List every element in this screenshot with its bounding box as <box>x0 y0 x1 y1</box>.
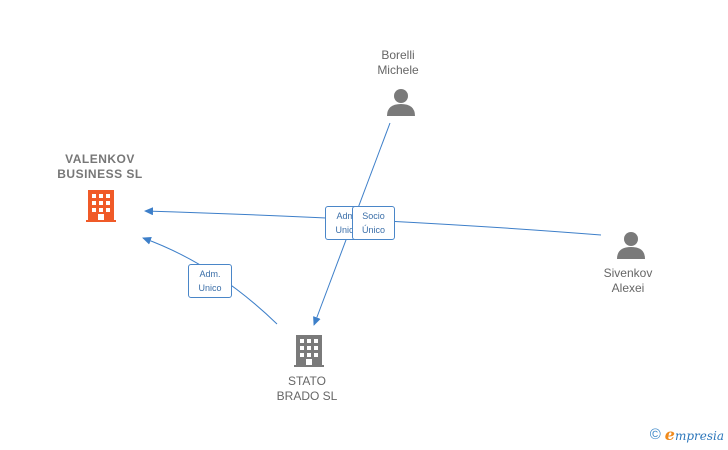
footer-watermark: © empresia <box>650 425 724 444</box>
person-icon <box>387 89 415 116</box>
node-label-line2: Alexei <box>611 281 645 295</box>
edge-label-sivenkov-stato[interactable]: Socio Único <box>352 206 395 240</box>
brand-logo[interactable]: empresia <box>665 425 724 444</box>
node-label-line1: Borelli <box>381 48 415 62</box>
copyright-symbol: © <box>649 426 661 443</box>
edge-label-line1: Adm. <box>336 211 358 221</box>
node-borelli-michele[interactable]: Borelli Michele <box>358 48 438 78</box>
node-label-line1: STATO <box>287 374 326 388</box>
node-label-line2: BUSINESS SL <box>57 167 143 181</box>
building-icon <box>86 190 116 222</box>
brand-initial: e <box>664 425 675 444</box>
building-icon <box>294 335 324 367</box>
node-label-line2: BRADO SL <box>276 389 338 403</box>
node-stato-brado[interactable]: STATO BRADO SL <box>257 374 357 404</box>
node-label-line1: VALENKOV <box>65 152 135 166</box>
edge-label-line1: Socio <box>362 211 385 221</box>
node-valenkov-business[interactable]: VALENKOV BUSINESS SL <box>40 152 160 182</box>
edge-label-line1: Adm. <box>199 269 221 279</box>
node-label-line2: Michele <box>377 63 419 77</box>
edge-label-stato-valenkov[interactable]: Adm. Unico <box>188 264 232 298</box>
node-label-line1: Sivenkov <box>603 266 653 280</box>
edge-label-line2: Unico <box>198 283 222 293</box>
person-icon <box>617 232 645 259</box>
node-sivenkov-alexei[interactable]: Sivenkov Alexei <box>588 266 668 296</box>
edge-label-line2: Único <box>361 225 385 235</box>
edge-label-line2: Unico <box>335 225 359 235</box>
brand-rest: mpresia <box>674 429 724 443</box>
